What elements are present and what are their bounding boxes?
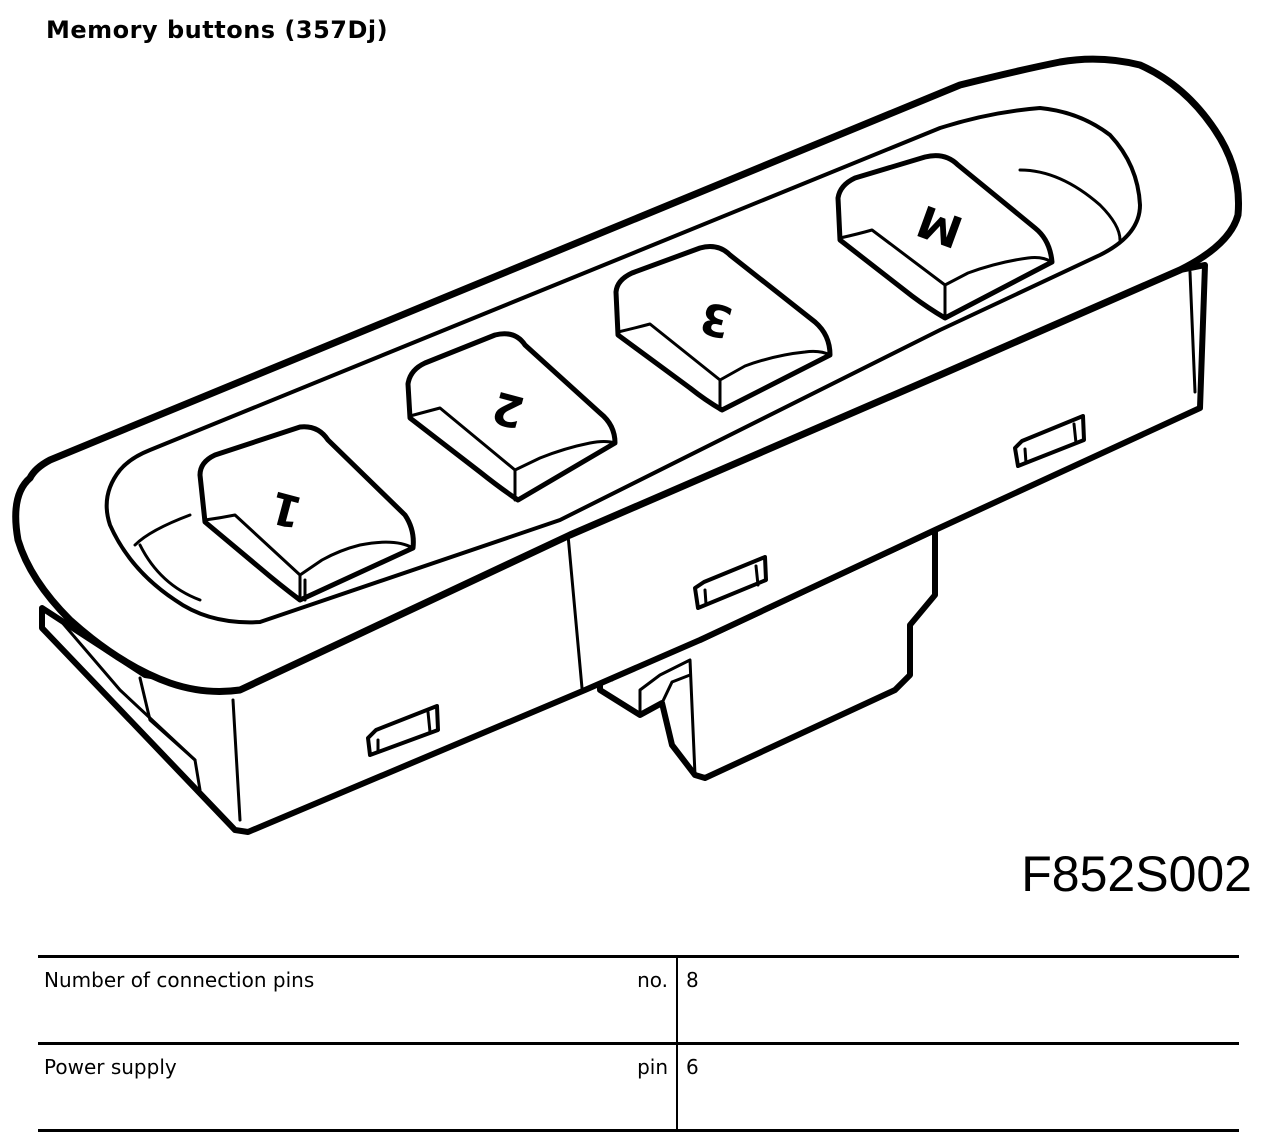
button-m[interactable]: M (835, 153, 1055, 321)
button-1[interactable]: 1 (197, 424, 416, 603)
spec-label: Power supply (38, 1042, 610, 1132)
memory-button-switch-illustration: 1 2 3 M (12, 55, 1242, 835)
clip-slot-left (366, 704, 440, 757)
button-2[interactable]: 2 (405, 331, 618, 503)
spec-table: Number of connection pins no. 8 Power su… (38, 955, 1239, 1132)
table-row: Power supply pin 6 (38, 1042, 1239, 1132)
spec-label: Number of connection pins (38, 955, 610, 1045)
spec-unit: no. (610, 955, 678, 1045)
clip-slot-right (1013, 414, 1086, 468)
clip-slot-middle (693, 555, 768, 610)
spec-value: 6 (677, 1042, 1239, 1132)
figure-code: F852S002 (1021, 846, 1252, 902)
button-3[interactable]: 3 (613, 244, 833, 413)
spec-value: 8 (677, 955, 1239, 1045)
spec-unit: pin (610, 1042, 678, 1132)
page-title: Memory buttons (357Dj) (46, 16, 389, 44)
table-row: Number of connection pins no. 8 (38, 955, 1239, 1045)
